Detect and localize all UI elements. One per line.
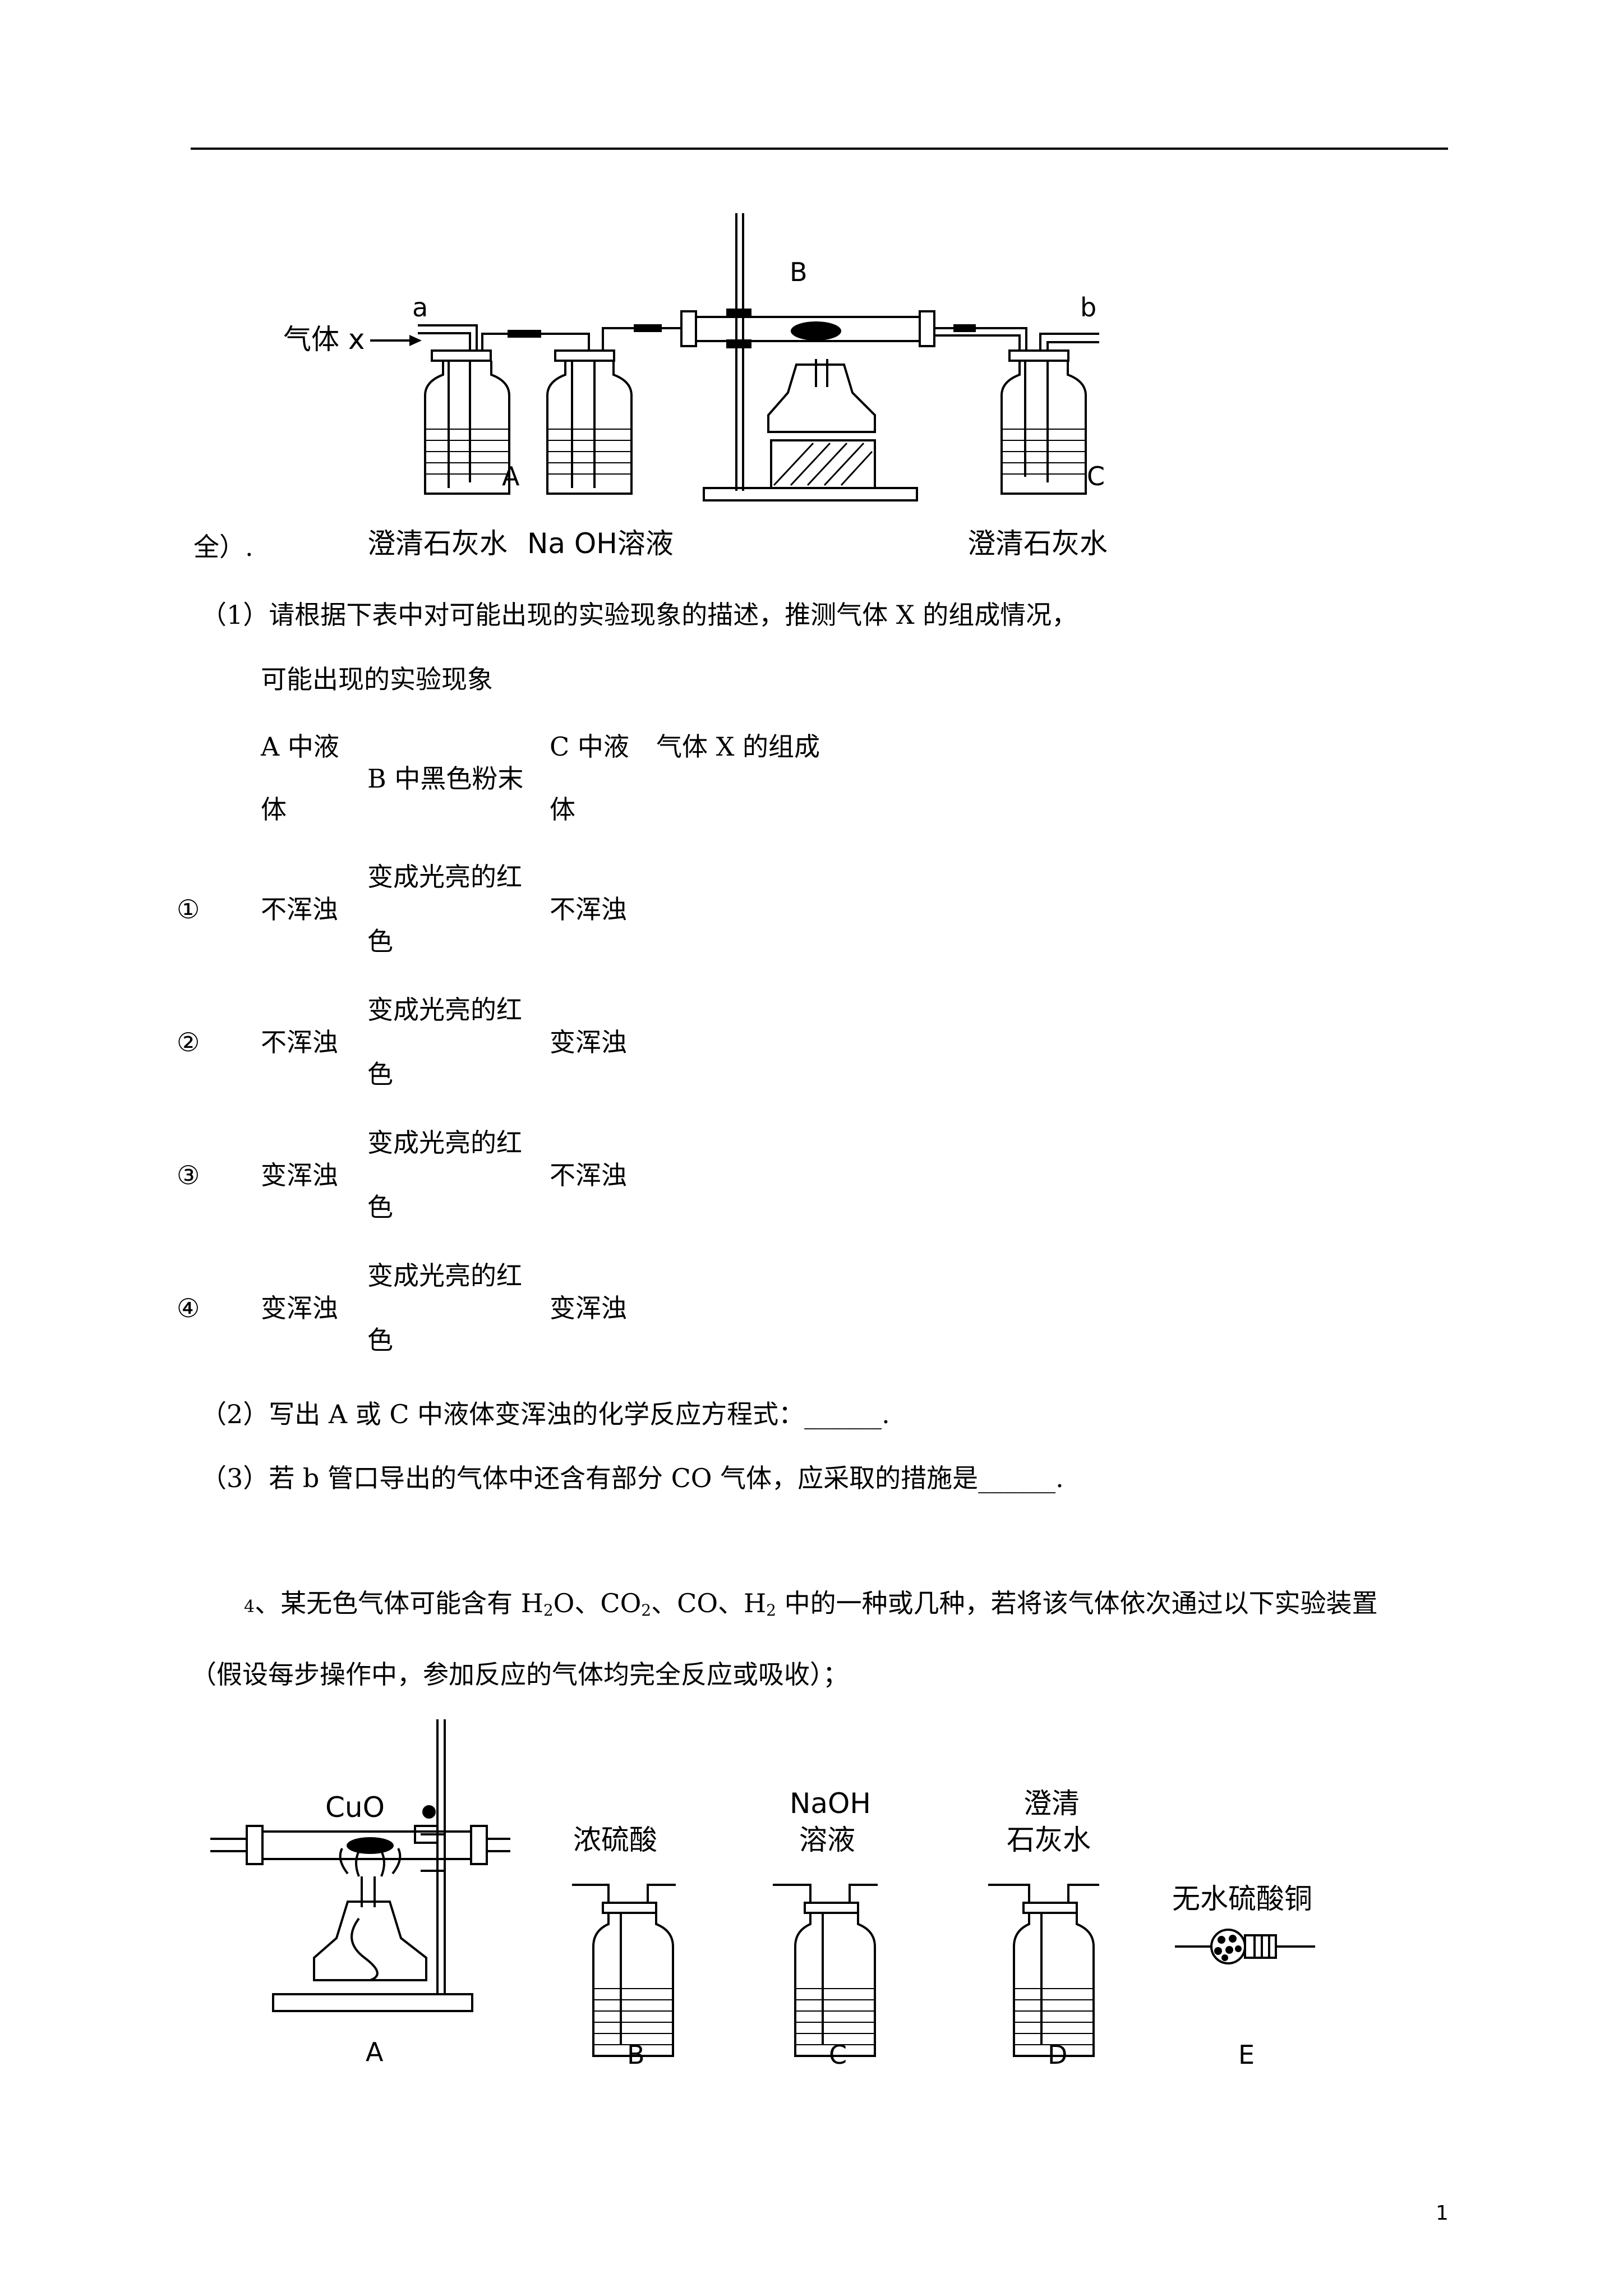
apparatus-letter-b: B xyxy=(627,2040,645,2070)
apparatus-letter-a: A xyxy=(366,2037,384,2067)
port-b-label: b xyxy=(1080,292,1097,323)
anhydrous-cuso4-label: 无水硫酸铜 xyxy=(1172,1883,1312,1915)
limewater-label-line1: 澄清 xyxy=(1023,1787,1080,1820)
q2-text: （2）写出 A 或 C 中液体变浑浊的化学反应方程式：______. xyxy=(201,1399,890,1429)
row-b-line2: 色 xyxy=(367,1059,393,1089)
figure-1-drawing xyxy=(370,213,1099,501)
row-c: 不浑浊 xyxy=(550,1160,627,1190)
header-a-line1: A 中液 xyxy=(261,731,339,762)
bottle-a-label: A xyxy=(502,461,520,491)
q1-prompt: （1）请根据下表中对可能出现的实验现象的描述，推测气体 X 的组成情况， xyxy=(201,600,1078,630)
header-x: 气体 X 的组成 xyxy=(656,731,820,762)
row-c: 不浑浊 xyxy=(550,894,627,924)
page-number: 1 xyxy=(1436,2202,1449,2225)
row-b-line1: 变成光亮的红 xyxy=(367,1260,522,1291)
row-a: 变浑浊 xyxy=(261,1293,338,1323)
previous-question-tail: 全）. xyxy=(193,532,253,562)
apparatus-letter-c: C xyxy=(829,2040,847,2070)
h2-subscript: 2 xyxy=(766,1601,776,1619)
q4-separator: 、 xyxy=(255,1588,281,1618)
caption-limewater-1: 澄清石灰水 xyxy=(367,527,508,560)
row-num: ② xyxy=(177,1027,200,1057)
cuo-label: CuO xyxy=(325,1791,385,1824)
q4-line1: 4、某无色气体可能含有 H2O、CO2、CO、H2 中的一种或几种，若将该气体依… xyxy=(244,1590,1378,1618)
q4-text-1: 某无色气体可能含有 H xyxy=(280,1588,543,1618)
bottle-c-label: C xyxy=(1087,461,1105,491)
table-caption: 可能出现的实验现象 xyxy=(261,664,493,694)
h2o-subscript: 2 xyxy=(543,1601,554,1619)
naoh-label-line1: NaOH xyxy=(790,1787,871,1820)
header-c-line2: 体 xyxy=(550,794,575,825)
row-num: ④ xyxy=(177,1293,200,1323)
row-b-line2: 色 xyxy=(367,1192,393,1222)
q4-line2: （假设每步操作中，参加反应的气体均完全反应或吸收）； xyxy=(191,1659,849,1690)
q4-text-4: 中的一种或几种，若将该气体依次通过以下实验装置 xyxy=(776,1588,1378,1618)
header-c-line1: C 中液 xyxy=(550,731,629,762)
row-num: ③ xyxy=(177,1160,200,1190)
row-c: 变浑浊 xyxy=(550,1293,627,1323)
apparatus-b-label: B xyxy=(790,257,808,287)
limewater-label-line2: 石灰水 xyxy=(1007,1824,1091,1856)
row-b-line2: 色 xyxy=(367,926,393,956)
row-num: ① xyxy=(177,894,200,924)
row-a: 不浑浊 xyxy=(261,894,338,924)
row-b-line2: 色 xyxy=(367,1325,393,1355)
apparatus-letter-d: D xyxy=(1048,2040,1068,2070)
row-b-line1: 变成光亮的红 xyxy=(367,862,522,892)
port-a-label: a xyxy=(412,292,428,323)
naoh-label-line2: 溶液 xyxy=(799,1824,855,1856)
header-b: B 中黑色粉末 xyxy=(367,763,524,794)
header-a-line2: 体 xyxy=(261,794,287,825)
header-rule xyxy=(191,148,1448,150)
row-c: 变浑浊 xyxy=(550,1027,627,1057)
row-a: 不浑浊 xyxy=(261,1027,338,1057)
row-a: 变浑浊 xyxy=(261,1160,338,1190)
caption-limewater-2: 澄清石灰水 xyxy=(967,527,1108,560)
caption-naoh: Na OH溶液 xyxy=(527,527,674,560)
q3-text: （3）若 b 管口导出的气体中还含有部分 CO 气体，应采取的措施是______… xyxy=(201,1463,1064,1493)
row-b-line1: 变成光亮的红 xyxy=(367,1128,522,1158)
apparatus-letter-e: E xyxy=(1238,2040,1255,2070)
conc-sulfuric-acid-label: 浓硫酸 xyxy=(573,1824,657,1856)
q4-text-3: 、CO、H xyxy=(651,1588,767,1618)
q4-number: 4 xyxy=(244,1597,255,1617)
row-b-line1: 变成光亮的红 xyxy=(367,995,522,1025)
gas-x-label: 气体 x xyxy=(283,323,365,356)
co2-subscript: 2 xyxy=(641,1601,652,1619)
q4-text-2: O、CO xyxy=(553,1588,642,1618)
figure-2-drawing xyxy=(210,1719,1315,2057)
